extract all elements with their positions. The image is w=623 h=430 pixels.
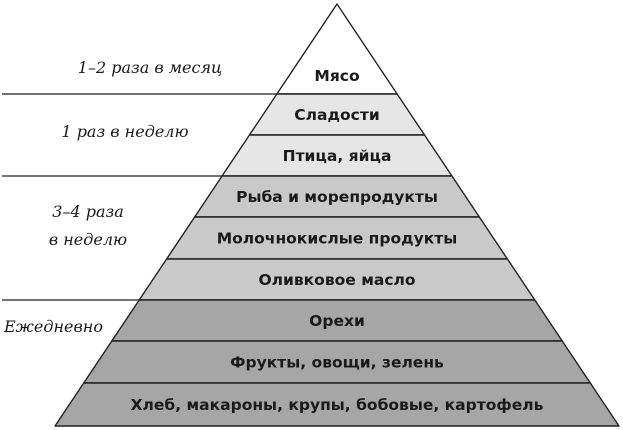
frequency-label: в неделю bbox=[49, 230, 127, 249]
pyramid-tier-label: Хлеб, макароны, крупы, бобовые, картофел… bbox=[131, 396, 544, 414]
pyramid-tier-label: Фрукты, овощи, зелень bbox=[230, 354, 444, 372]
pyramid-tier-label: Птица, яйца bbox=[283, 147, 392, 165]
pyramid-tier-label: Молочнокислые продукты bbox=[217, 230, 458, 248]
pyramid-tier-label: Сладости bbox=[294, 106, 379, 124]
frequency-label: 1 раз в неделю bbox=[61, 122, 188, 141]
pyramid-tier-band bbox=[54, 382, 620, 427]
pyramid-tier-label: Орехи bbox=[309, 312, 365, 330]
frequency-label: 3–4 раза bbox=[52, 202, 124, 221]
pyramid-tier-label: Рыба и морепродукты bbox=[236, 188, 438, 206]
pyramid-tier-label: Мясо bbox=[314, 67, 359, 85]
pyramid-tier-label: Оливковое масло bbox=[258, 271, 415, 289]
frequency-label: 1–2 раза в месяц bbox=[78, 58, 222, 77]
frequency-label: Ежедневно bbox=[3, 317, 103, 336]
